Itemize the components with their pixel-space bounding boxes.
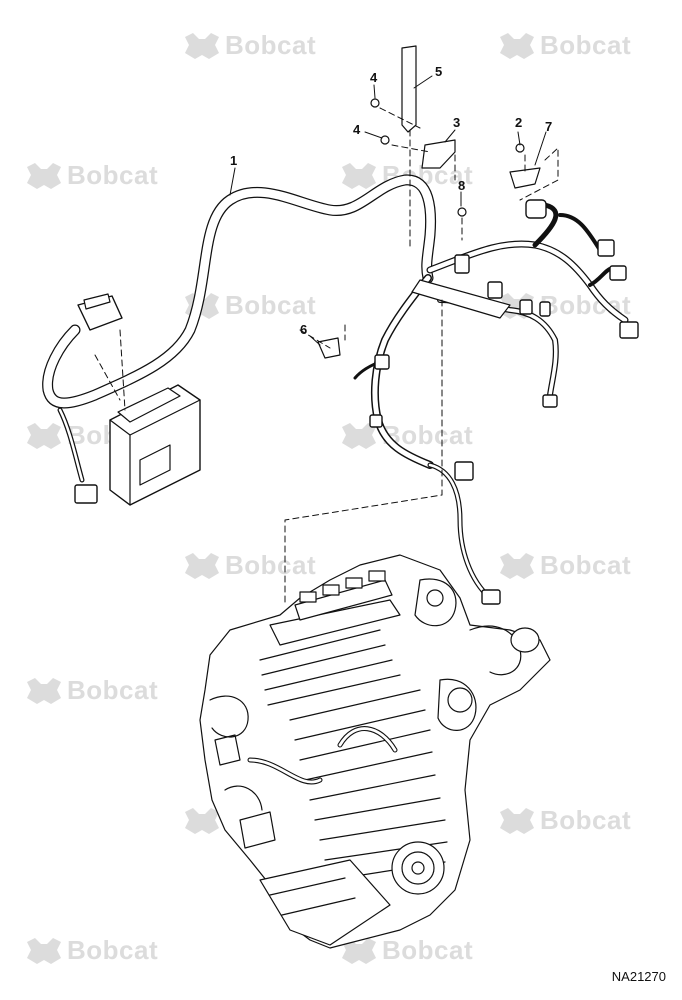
callout-3: 3 — [453, 115, 461, 130]
callout-7: 7 — [545, 119, 553, 134]
callout-5: 5 — [435, 64, 443, 79]
callout-6: 6 — [300, 322, 308, 337]
leader-lines — [229, 75, 547, 346]
engine-block — [199, 554, 551, 949]
ecu-module — [74, 293, 201, 506]
wire-harness — [42, 174, 629, 601]
callout-1: 1 — [230, 153, 238, 168]
callout-2: 2 — [515, 115, 523, 130]
callout-4-second: 4 — [353, 122, 361, 137]
harness-rail — [369, 199, 639, 605]
drawing-id: NA21270 — [611, 969, 666, 984]
assembly-lines — [94, 107, 559, 606]
callout-8: 8 — [458, 178, 466, 193]
callout-4: 4 — [370, 70, 378, 85]
brackets — [317, 45, 541, 359]
